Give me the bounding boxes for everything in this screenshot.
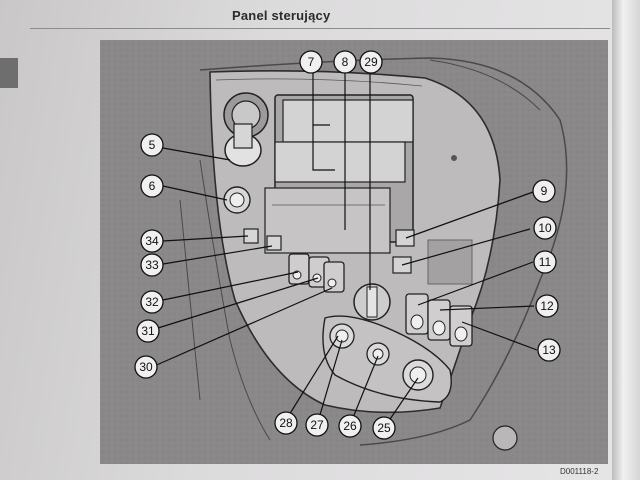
figure-code: D001118-2 bbox=[560, 467, 599, 476]
svg-text:28: 28 bbox=[279, 416, 293, 430]
callout-5: 5 bbox=[140, 133, 164, 157]
callout-8: 8 bbox=[333, 50, 357, 74]
ignition-knob bbox=[223, 186, 251, 214]
callout-6: 6 bbox=[140, 174, 164, 198]
svg-text:30: 30 bbox=[139, 360, 153, 374]
callout-25: 25 bbox=[372, 416, 396, 440]
svg-text:31: 31 bbox=[141, 324, 155, 338]
page-title: Panel sterujący bbox=[232, 8, 331, 23]
book-binding-edge bbox=[612, 0, 640, 480]
screw bbox=[451, 155, 457, 161]
display-cluster bbox=[264, 94, 414, 254]
svg-text:6: 6 bbox=[149, 179, 156, 193]
callout-12: 12 bbox=[535, 294, 559, 318]
callout-32: 32 bbox=[140, 290, 164, 314]
callout-27: 27 bbox=[305, 413, 329, 437]
svg-text:25: 25 bbox=[377, 421, 391, 435]
callout-10: 10 bbox=[533, 216, 557, 240]
svg-text:33: 33 bbox=[145, 258, 159, 272]
svg-text:10: 10 bbox=[538, 221, 552, 235]
svg-text:12: 12 bbox=[540, 299, 554, 313]
callout-34: 34 bbox=[140, 229, 164, 253]
svg-text:34: 34 bbox=[145, 234, 159, 248]
control-panel-figure: 7 8 29 5 6 34 33 32 31 30 9 bbox=[100, 40, 608, 464]
rocker-switch-group-left bbox=[288, 253, 345, 293]
climate-control-module bbox=[322, 315, 452, 403]
rotary-selector-29 bbox=[353, 283, 391, 321]
svg-text:27: 27 bbox=[310, 418, 324, 432]
svg-text:29: 29 bbox=[364, 55, 378, 69]
svg-text:32: 32 bbox=[145, 295, 159, 309]
svg-text:26: 26 bbox=[343, 419, 357, 433]
lower-knob bbox=[492, 425, 518, 451]
light-switch-knob bbox=[223, 92, 269, 167]
callout-13: 13 bbox=[537, 338, 561, 362]
svg-text:8: 8 bbox=[342, 55, 349, 69]
svg-text:5: 5 bbox=[149, 138, 156, 152]
callout-9: 9 bbox=[532, 179, 556, 203]
callout-26: 26 bbox=[338, 414, 362, 438]
svg-text:9: 9 bbox=[541, 184, 548, 198]
switch-33 bbox=[266, 235, 282, 251]
callout-30: 30 bbox=[134, 355, 158, 379]
callout-29: 29 bbox=[359, 50, 383, 74]
svg-text:13: 13 bbox=[542, 343, 556, 357]
svg-text:11: 11 bbox=[539, 255, 552, 269]
svg-text:7: 7 bbox=[308, 55, 315, 69]
page-tab-marker bbox=[0, 58, 18, 88]
header-divider bbox=[30, 28, 610, 29]
callout-11: 11 bbox=[533, 250, 557, 274]
callout-7: 7 bbox=[299, 50, 323, 74]
switch-9 bbox=[395, 229, 415, 247]
manual-page: Panel sterujący bbox=[0, 0, 612, 480]
callout-28: 28 bbox=[274, 411, 298, 435]
callout-31: 31 bbox=[136, 319, 160, 343]
callout-33: 33 bbox=[140, 253, 164, 277]
